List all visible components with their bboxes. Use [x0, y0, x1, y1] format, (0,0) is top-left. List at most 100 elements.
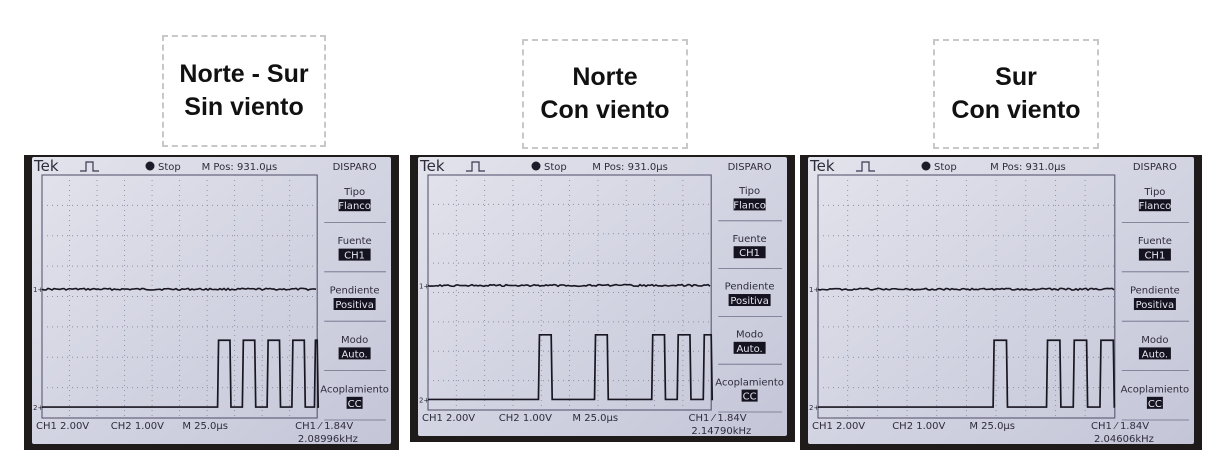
menu-modo-label: Modo: [341, 335, 368, 346]
brand-label: Tek: [33, 157, 59, 175]
caption-line-2: Con viento: [951, 96, 1081, 124]
stop-dot-icon: [145, 161, 155, 171]
ch1-marker: 1+: [419, 282, 429, 290]
menu-pendiente-label: Pendiente: [1130, 286, 1180, 297]
menu-modo-highlight: [1138, 347, 1171, 360]
menu-fuente-value: CH1: [1144, 251, 1165, 262]
menu-fuente-highlight: [733, 246, 766, 259]
ch2-scale-readout: CH2 1.00V: [892, 421, 945, 432]
menu-fuente-label: Fuente: [338, 236, 372, 247]
run-state-label: Stop: [934, 162, 957, 173]
ch1-scale-readout: CH1 2.00V: [812, 421, 865, 432]
menu-fuente-label: Fuente: [733, 234, 767, 245]
lcd-screen: [32, 157, 391, 444]
menu-pendiente-value: Positiva: [1136, 300, 1175, 311]
horizontal-position-label: M Pos: 931.0µs: [202, 162, 278, 173]
frequency-readout: 2.08996kHz: [298, 434, 358, 445]
menu-modo-highlight: [733, 341, 766, 354]
ch1-marker: 1+: [33, 286, 43, 294]
menu-tipo-value: Flanco: [338, 201, 371, 212]
trigger-level-readout: CH1 ⁄ 1.84V: [1091, 421, 1149, 432]
ch2-marker: 2+: [33, 404, 43, 412]
ch2-marker: 2+: [419, 396, 429, 404]
brand-label: Tek: [809, 157, 835, 175]
graticule: [817, 174, 1116, 419]
frequency-readout: 2.04606kHz: [1094, 434, 1154, 445]
caption-line-1: Norte - Sur: [179, 60, 309, 88]
menu-modo-value: Auto.: [1142, 349, 1168, 360]
menu-acoplamiento-highlight: [346, 396, 363, 409]
ch1-scale-readout: CH1 2.00V: [36, 421, 89, 432]
ch2-scale-readout: CH2 1.00V: [111, 421, 164, 432]
menu-acoplamiento-label: Acoplamiento: [1121, 384, 1190, 395]
menu-acoplamiento-value: CC: [743, 392, 757, 403]
frequency-readout: 2.14790kHz: [691, 426, 751, 437]
trigger-edge-icon: [80, 161, 99, 172]
timebase-readout: M 25.0µs: [969, 421, 1015, 432]
menu-acoplamiento-label: Acoplamiento: [715, 377, 784, 388]
brand-label: Tek: [419, 157, 445, 175]
graticule: [41, 174, 318, 419]
menu-tipo-value: Flanco: [733, 200, 766, 211]
menu-fuente-value: CH1: [739, 248, 760, 259]
caption-line-1: Sur: [995, 63, 1037, 91]
trigger-level-readout: CH1 ⁄ 1.84V: [689, 413, 747, 424]
caption-box-3: Sur Con viento: [933, 39, 1099, 149]
trigger-level-readout: CH1 ⁄ 1.84V: [295, 421, 353, 432]
ch1-trace: [817, 287, 1115, 292]
menu-pendiente-label: Pendiente: [725, 282, 775, 293]
menu-fuente-highlight: [1138, 248, 1171, 261]
run-state-label: Stop: [158, 162, 181, 173]
menu-modo-label: Modo: [1141, 335, 1168, 346]
horizontal-position-label: M Pos: 931.0µs: [592, 162, 668, 173]
menu-title: DISPARO: [728, 162, 772, 173]
menu-title: DISPARO: [333, 162, 377, 173]
trigger-edge-icon: [856, 161, 875, 172]
stop-dot-icon: [921, 161, 931, 171]
oscilloscope-screen: Tek Stop M Pos: 931.0µs 1+ 2+ DISPARO TipoFlan…: [808, 157, 1194, 445]
menu-tipo-highlight: [733, 198, 766, 211]
menu-tipo-value: Flanco: [1139, 201, 1172, 212]
menu-acoplamiento-highlight: [741, 389, 758, 402]
menu-tipo-label: Tipo: [738, 186, 760, 197]
trigger-edge-icon: [466, 161, 485, 172]
menu-tipo-label: Tipo: [1143, 187, 1165, 198]
menu-pendiente-highlight: [333, 298, 376, 311]
ch2-trace: [818, 339, 1116, 408]
ch1-marker: 1+: [809, 286, 819, 294]
ch2-trace: [428, 333, 714, 401]
menu-pendiente-label: Pendiente: [330, 286, 380, 297]
menu-title: DISPARO: [1133, 162, 1177, 173]
ch1-trace: [427, 283, 711, 288]
timebase-readout: M 25.0µs: [182, 421, 228, 432]
lcd-screen: [808, 157, 1194, 444]
menu-acoplamiento-value: CC: [1148, 399, 1162, 410]
horizontal-position-label: M Pos: 931.0µs: [990, 162, 1066, 173]
ch1-scale-readout: CH1 2.00V: [422, 413, 475, 424]
graticule: [427, 174, 712, 411]
ch2-marker: 2+: [809, 404, 819, 412]
lcd-screen: [418, 157, 787, 436]
stop-dot-icon: [531, 161, 541, 171]
caption-line-2: Con viento: [540, 96, 670, 124]
menu-tipo-highlight: [1138, 199, 1171, 212]
menu-pendiente-highlight: [1133, 298, 1176, 311]
ch2-trace: [42, 339, 320, 408]
menu-fuente-value: CH1: [344, 251, 365, 262]
menu-acoplamiento-label: Acoplamiento: [320, 384, 389, 395]
menu-modo-highlight: [338, 347, 371, 360]
menu-modo-value: Auto.: [341, 349, 367, 360]
run-state-label: Stop: [544, 162, 567, 173]
oscilloscope-screen: Tek Stop M Pos: 931.0µs 1+ 2+ DISPARO TipoFlan…: [418, 157, 787, 437]
ch2-scale-readout: CH2 1.00V: [499, 413, 552, 424]
menu-fuente-highlight: [338, 248, 371, 261]
menu-acoplamiento-highlight: [1146, 396, 1163, 409]
caption-line-1: Norte: [572, 63, 638, 91]
caption-line-2: Sin viento: [184, 93, 304, 121]
menu-modo-label: Modo: [736, 330, 763, 341]
menu-modo-value: Auto.: [736, 344, 762, 355]
ch1-trace: [41, 287, 317, 292]
menu-tipo-label: Tipo: [343, 187, 365, 198]
